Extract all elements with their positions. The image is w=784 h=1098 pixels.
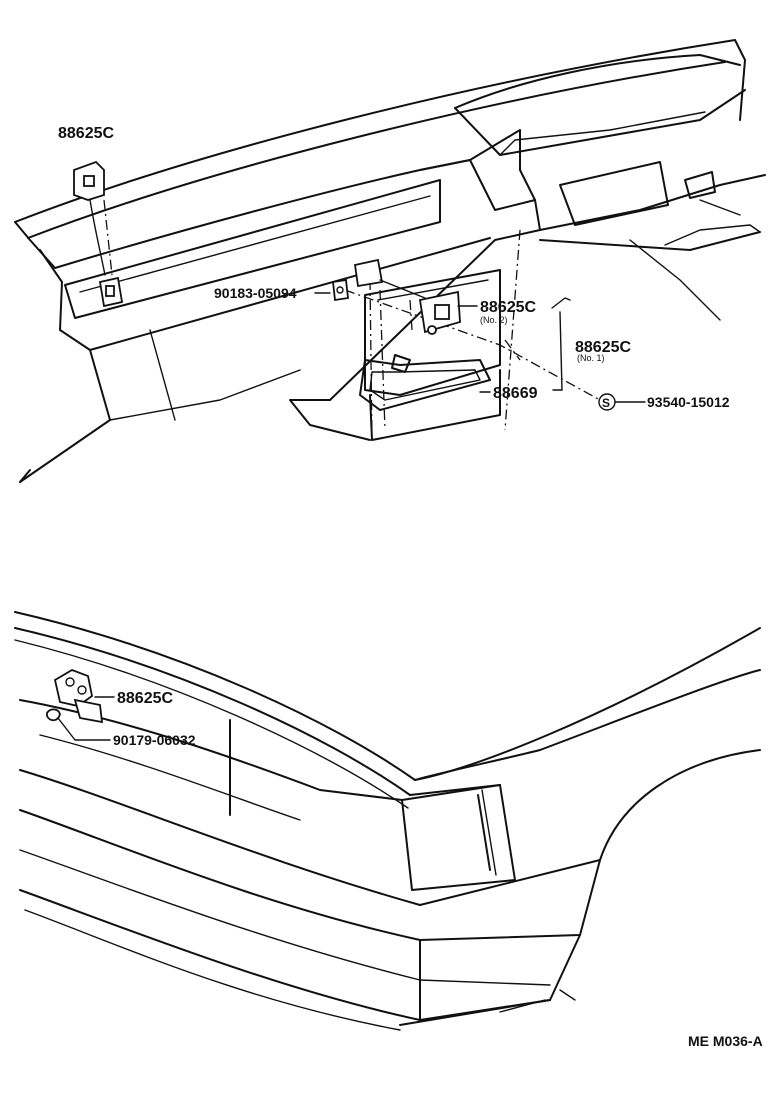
upper-labels: 88625C 90183-05094 88625C (No. 2) 88625C… <box>58 125 730 411</box>
screw-part <box>332 278 349 302</box>
label-88625c-no1: 88625C <box>575 339 631 356</box>
label-90183-05094: 90183-05094 <box>214 285 297 301</box>
label-88625c-rear: 88625C <box>117 690 173 707</box>
label-88625c-top-left: 88625C <box>58 125 114 142</box>
label-no1-note: (No. 1) <box>577 353 605 363</box>
switch-assembly-upper-left <box>73 160 124 308</box>
circled-s-icon: S <box>598 393 616 411</box>
switch-assembly-rear <box>46 669 104 724</box>
lower-labels: 88625C 90179-06032 <box>57 690 196 748</box>
spec-symbol-text: S <box>602 396 610 410</box>
switch-no2-part <box>353 258 461 335</box>
rear-body-illustration <box>14 611 761 1031</box>
label-93540-15012: 93540-15012 <box>647 394 730 410</box>
label-88625c-no2: 88625C <box>480 299 536 316</box>
label-90179-06032: 90179-06032 <box>113 732 196 748</box>
dashboard-illustration <box>14 39 766 483</box>
drawing-code: ME M036-A <box>688 1033 763 1049</box>
label-88669: 88669 <box>493 385 538 402</box>
label-no2-note: (No. 2) <box>480 315 508 325</box>
